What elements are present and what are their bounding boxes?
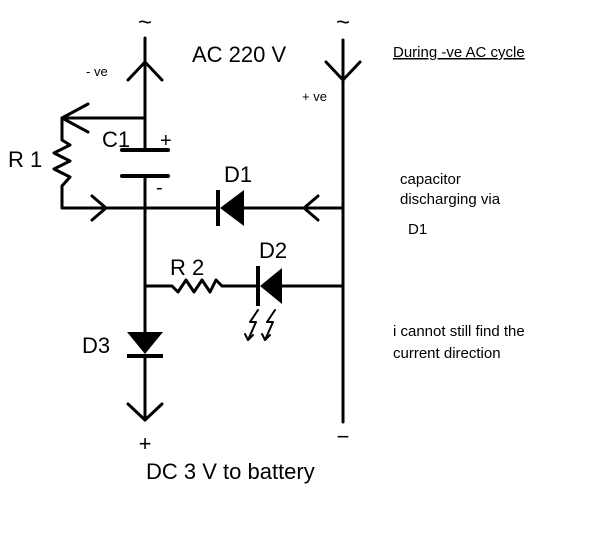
d2-label: D2	[259, 238, 287, 263]
r1-branch-lower	[60, 184, 147, 210]
d1-triangle	[220, 190, 244, 226]
d2-light-arrows	[244, 309, 276, 341]
ac-voltage-label: AC 220 V	[192, 42, 286, 67]
c1-plus-sign: +	[160, 130, 172, 152]
c1-minus-sign: -	[156, 177, 163, 199]
dc-output-label: DC 3 V to battery	[146, 459, 315, 484]
r1-label: R 1	[8, 147, 42, 172]
d3-diode	[127, 332, 163, 358]
dc-plus-sign: +	[139, 431, 152, 456]
light-arrow-2	[264, 309, 276, 341]
discharge-note-line3: D1	[408, 221, 427, 238]
r2-resistor	[170, 278, 224, 294]
d2-led	[244, 266, 282, 341]
ac-tilde-left: ~	[138, 9, 152, 36]
d1-rung-arrow-right	[90, 194, 108, 222]
r1-resistor	[52, 138, 72, 187]
ac-input-arrows	[126, 60, 362, 82]
light-arrow-1-head	[244, 333, 254, 341]
output-down-arrow	[126, 402, 164, 422]
d3-label: D3	[82, 333, 110, 358]
d3-triangle	[127, 332, 163, 354]
right-down-arrow	[324, 60, 362, 82]
dc-minus-sign: −	[337, 424, 350, 449]
d1-rung-arrow-left	[302, 194, 320, 222]
c1-capacitor	[120, 148, 170, 178]
d1-label: D1	[224, 162, 252, 187]
d1-diode	[216, 190, 244, 226]
light-arrow-1	[247, 309, 259, 341]
d2-triangle	[260, 268, 282, 304]
question-note-line2: current direction	[393, 345, 501, 362]
minus-ve-label: - ve	[86, 64, 108, 79]
question-note-line1: i cannot still find the	[393, 323, 525, 340]
discharge-note-line2: discharging via	[400, 191, 501, 208]
cycle-note: During -ve AC cycle	[393, 44, 525, 61]
r1-top-arrow	[60, 102, 90, 134]
left-up-arrow	[126, 60, 164, 82]
wires	[60, 36, 345, 424]
c1-label: C1	[102, 127, 130, 152]
plus-ve-label: + ve	[302, 89, 327, 104]
ac-tilde-right: ~	[336, 9, 350, 36]
discharge-note-line1: capacitor	[400, 171, 461, 188]
light-arrow-2-head	[261, 333, 271, 341]
current-arrows	[60, 102, 320, 422]
r2-label: R 2	[170, 255, 204, 280]
